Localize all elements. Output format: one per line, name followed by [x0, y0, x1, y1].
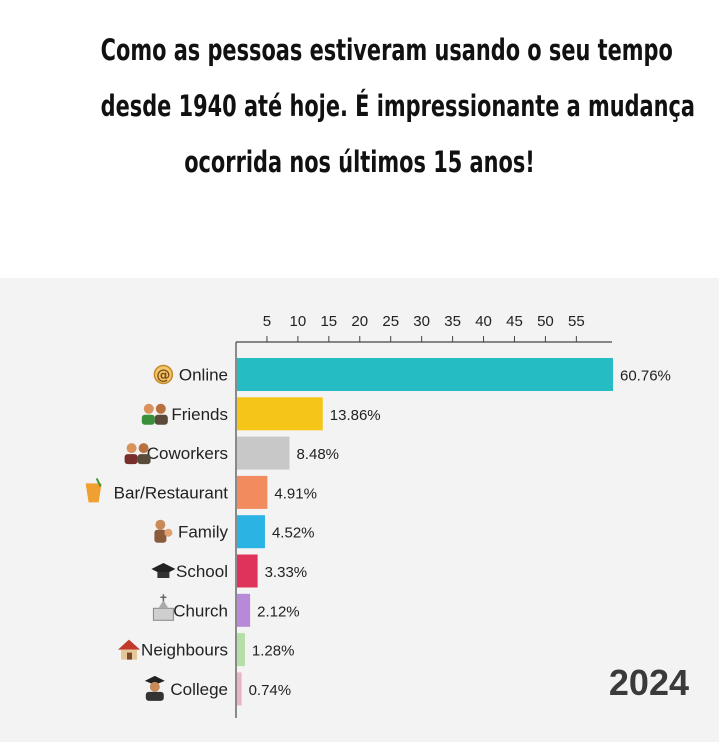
graduation-cap-icon — [151, 563, 176, 578]
value-label: 60.76% — [620, 368, 671, 385]
coworkers-icon — [124, 443, 151, 465]
x-tick-label: 55 — [568, 313, 585, 330]
x-tick-label: 15 — [320, 313, 337, 330]
category-label: Neighbours — [141, 641, 228, 660]
headline-line-1: Como as pessoas estiveram usando o seu t… — [100, 33, 673, 67]
category-label: Online — [179, 366, 228, 385]
bar-bar-restaurant — [237, 475, 268, 509]
year-label: 2024 — [608, 662, 689, 703]
category-label: Bar/Restaurant — [114, 483, 229, 502]
category-label: College — [170, 680, 228, 699]
value-label: 3.33% — [265, 564, 308, 581]
friends-icon — [141, 403, 168, 425]
category-label: Friends — [171, 405, 228, 424]
category-label: Church — [173, 601, 228, 620]
house-icon — [118, 639, 140, 660]
bar-church — [237, 593, 251, 627]
x-tick-label: 35 — [444, 313, 461, 330]
category-label: Family — [178, 523, 229, 542]
x-tick-label: 25 — [382, 313, 399, 330]
x-tick-label: 40 — [475, 313, 492, 330]
headline-line-3: ocorrida nos últimos 15 anos! — [184, 145, 535, 179]
bar-coworkers — [237, 436, 290, 470]
value-label: 0.74% — [249, 682, 292, 699]
x-tick-label: 30 — [413, 313, 430, 330]
svg-text:@: @ — [156, 368, 170, 384]
bar-school — [237, 554, 258, 588]
x-tick-label: 10 — [290, 313, 307, 330]
x-tick-label: 20 — [351, 313, 368, 330]
value-label: 13.86% — [330, 407, 381, 424]
at-sign-icon: @ — [153, 364, 174, 385]
bar-online — [237, 358, 613, 391]
bar-family — [237, 515, 265, 549]
value-label: 8.48% — [296, 446, 339, 463]
x-tick-label: 45 — [506, 313, 523, 330]
family-icon — [154, 519, 173, 543]
bar-friends — [237, 397, 323, 431]
category-label: School — [176, 562, 228, 581]
bar-college — [237, 672, 242, 706]
value-label: 4.91% — [274, 485, 317, 502]
value-label: 4.52% — [272, 525, 315, 542]
category-label: Coworkers — [147, 444, 228, 463]
x-tick-label: 50 — [537, 313, 554, 330]
headline: Como as pessoas estiveram usando o seu t… — [100, 22, 695, 190]
headline-line-2: desde 1940 até hoje. É impressionante a … — [100, 89, 695, 123]
graduate-icon — [144, 675, 165, 701]
x-tick-label: 5 — [263, 313, 271, 330]
value-label: 1.28% — [252, 643, 295, 660]
bar-neighbours — [237, 633, 245, 667]
cocktail-icon — [85, 477, 102, 503]
value-label: 2.12% — [257, 603, 300, 620]
church-icon — [152, 594, 174, 621]
